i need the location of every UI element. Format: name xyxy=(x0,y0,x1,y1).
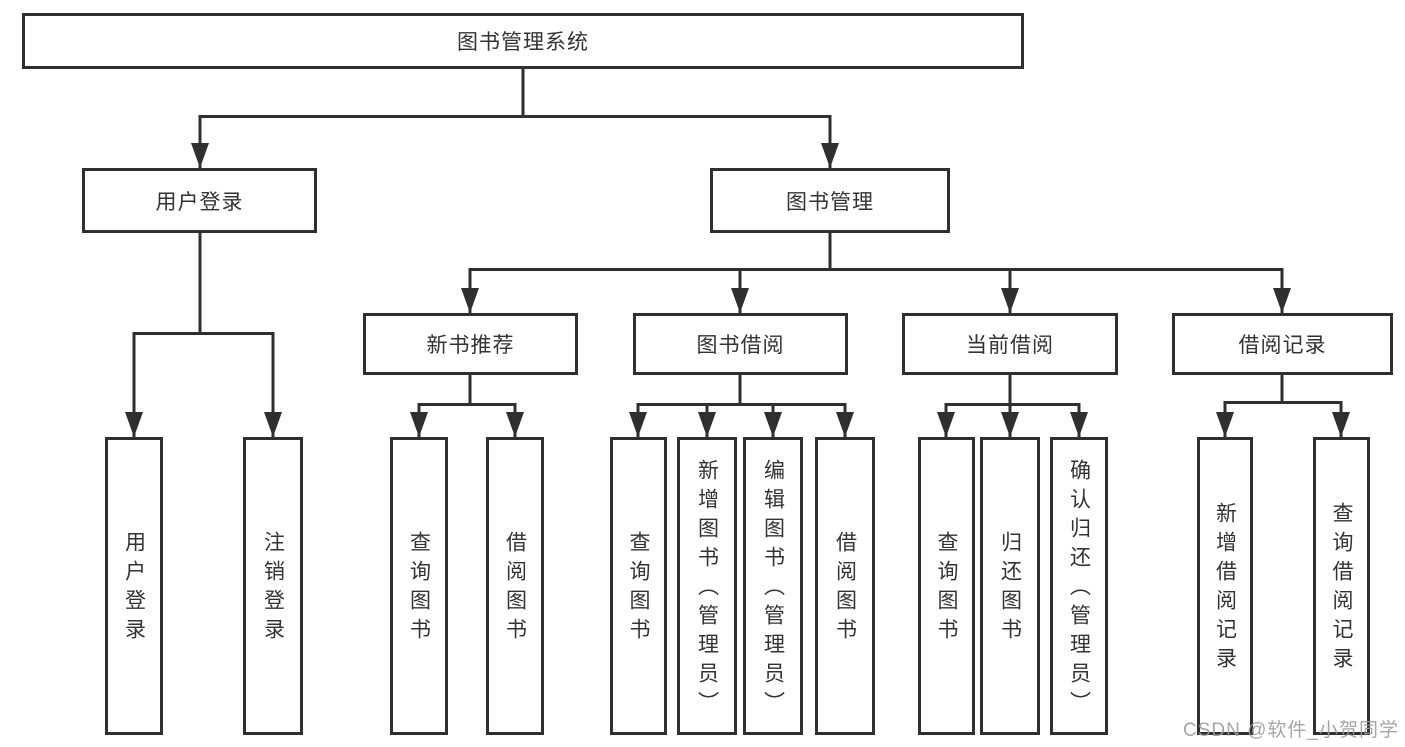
node-leaf-add-book-admin: 新增图书（管理员） xyxy=(677,437,737,735)
node-book-borrowing: 图书借阅 xyxy=(633,313,848,375)
node-user-login-branch: 用户登录 xyxy=(82,168,317,233)
node-leaf-query-borrow-record: 查询借阅记录 xyxy=(1313,437,1370,735)
node-leaf-borrow-books-rec: 借阅图书 xyxy=(486,437,544,735)
node-leaf-query-books-borrow: 查询图书 xyxy=(610,437,667,735)
node-leaf-edit-book-admin: 编辑图书（管理员） xyxy=(743,437,803,735)
node-leaf-add-borrow-record: 新增借阅记录 xyxy=(1197,437,1253,735)
csdn-watermark: CSDN @软件_小贺同学 xyxy=(1183,720,1399,741)
node-leaf-confirm-return-admin: 确认归还（管理员） xyxy=(1050,437,1108,735)
node-leaf-query-books-current: 查询图书 xyxy=(918,437,975,735)
node-borrowing-records: 借阅记录 xyxy=(1172,313,1393,375)
node-leaf-user-login: 用户登录 xyxy=(105,437,163,735)
node-leaf-query-books-rec: 查询图书 xyxy=(390,437,448,735)
node-current-borrowing: 当前借阅 xyxy=(902,313,1118,375)
node-leaf-return-book: 归还图书 xyxy=(980,437,1040,735)
node-new-book-recommendation: 新书推荐 xyxy=(363,313,578,375)
node-book-management-branch: 图书管理 xyxy=(710,168,950,233)
node-library-management-system: 图书管理系统 xyxy=(22,13,1024,69)
node-leaf-borrow-books-borrow: 借阅图书 xyxy=(815,437,875,735)
node-leaf-logout: 注销登录 xyxy=(243,437,303,735)
